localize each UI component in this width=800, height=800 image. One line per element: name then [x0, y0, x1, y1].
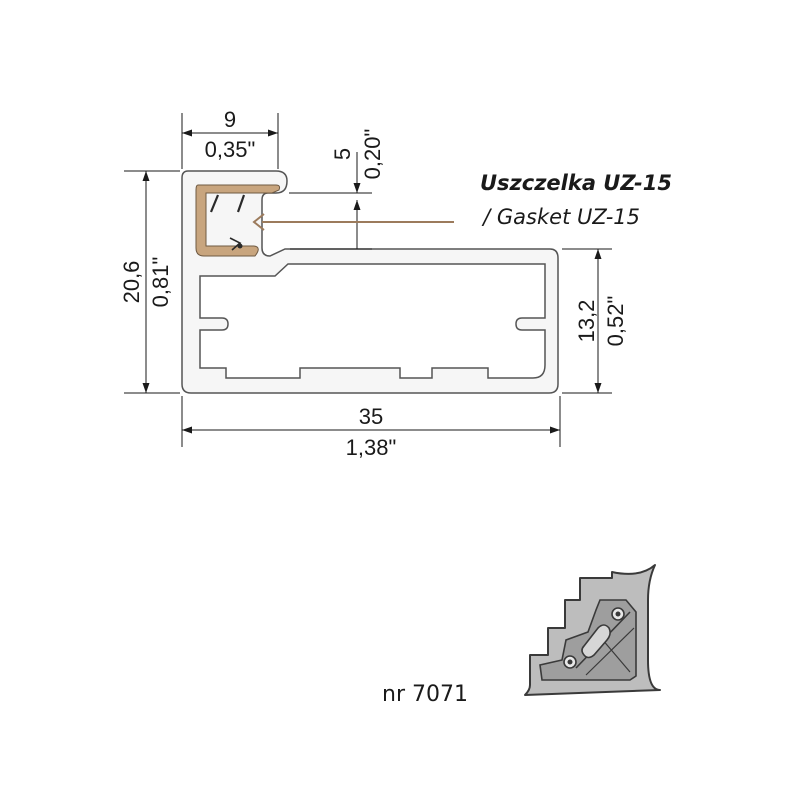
- corner-connector-slot: [581, 624, 611, 659]
- dim-total-height-inch: 0,81": [148, 257, 173, 308]
- dimension-total-height: 20,6 0,81": [119, 170, 180, 394]
- gasket-lip-1: [209, 194, 220, 213]
- gasket-label-en: / Gasket UZ-15: [481, 205, 640, 229]
- dim-total-height-mm: 20,6: [119, 261, 144, 304]
- profile-cross-section: [181, 170, 559, 394]
- dimension-gasket-depth: 5 0,20": [289, 129, 385, 250]
- profile-chamber: [199, 263, 546, 379]
- dim-total-width-mm: 35: [359, 404, 383, 429]
- dim-top-width-mm: 9: [224, 107, 236, 132]
- dim-total-width-inch: 1,38": [346, 435, 397, 460]
- dim-gasket-depth-inch: 0,20": [360, 129, 385, 180]
- corner-connector-hole-1-core: [615, 611, 621, 617]
- dimension-body-height: 13,2 0,52": [562, 248, 628, 394]
- gasket-label-pl: Uszczelka UZ-15: [480, 171, 672, 195]
- dimension-top-width: 9 0,35": [181, 107, 279, 169]
- gasket-lip-3: [229, 237, 242, 251]
- corner-connector-rib-2: [585, 627, 635, 676]
- gasket-callout: Uszczelka UZ-15 / Gasket UZ-15: [252, 171, 672, 231]
- dim-top-width-inch: 0,35": [205, 137, 256, 162]
- gasket-lip-2: [236, 194, 246, 213]
- gasket-dot: [237, 243, 243, 249]
- corner-connector-hole-2-core: [567, 659, 573, 665]
- part-number: nr 7071: [382, 682, 468, 707]
- gasket: [195, 184, 281, 257]
- dim-body-height-inch: 0,52": [603, 296, 628, 347]
- corner-connector: [524, 564, 661, 696]
- gasket-leader-arrowhead: [252, 213, 265, 231]
- dim-body-height-mm: 13,2: [574, 300, 599, 343]
- dimension-total-width: 35 1,38": [181, 396, 561, 460]
- dim-gasket-depth-mm: 5: [330, 148, 355, 160]
